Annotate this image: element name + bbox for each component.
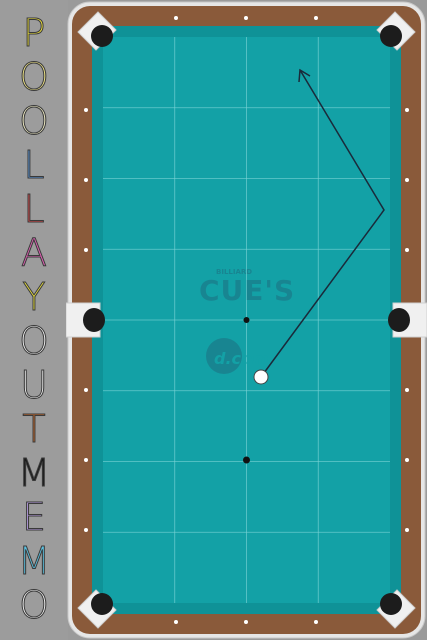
watermark-d-circle bbox=[206, 338, 242, 374]
diamond bbox=[314, 16, 318, 20]
rail-diamonds bbox=[84, 16, 409, 624]
diamond bbox=[405, 108, 409, 112]
diamond bbox=[84, 108, 88, 112]
title-letter: E bbox=[21, 495, 47, 539]
diamond bbox=[405, 248, 409, 252]
title-letter: T bbox=[22, 407, 46, 451]
cue-ball[interactable] bbox=[253, 369, 269, 385]
trajectory-arrowhead bbox=[298, 68, 311, 83]
watermark-line3: d.com bbox=[214, 349, 269, 368]
title-letter: L bbox=[23, 143, 45, 187]
pool-table[interactable]: BILLIARD CUE'S d.com bbox=[66, 0, 427, 640]
watermark-line2: CUE'S bbox=[199, 274, 295, 307]
diamond bbox=[244, 16, 248, 20]
title-letter: Y bbox=[22, 275, 46, 319]
title-letter: O bbox=[19, 99, 50, 143]
diamond bbox=[405, 528, 409, 532]
title-letter: O bbox=[19, 319, 50, 363]
title-letter: M bbox=[17, 539, 51, 583]
title-letter: O bbox=[19, 583, 50, 627]
diamond bbox=[84, 528, 88, 532]
shot-trajectory bbox=[260, 69, 385, 378]
title-letter: A bbox=[21, 231, 48, 275]
title-letter: U bbox=[20, 363, 49, 407]
side-pocket bbox=[388, 308, 410, 332]
head-spot bbox=[243, 317, 250, 323]
title-letter: L bbox=[23, 187, 45, 231]
guide-lines bbox=[103, 37, 390, 603]
watermark-logo: BILLIARD CUE'S d.com bbox=[199, 268, 295, 374]
title-letter: P bbox=[22, 11, 46, 55]
watermark-line1: BILLIARD bbox=[216, 268, 252, 276]
corner-pocket bbox=[380, 25, 402, 47]
corner-pocket bbox=[91, 25, 113, 47]
diamond bbox=[405, 458, 409, 462]
diamond bbox=[174, 16, 178, 20]
diamond bbox=[405, 178, 409, 182]
diamond bbox=[84, 178, 88, 182]
diamond bbox=[84, 458, 88, 462]
diamond bbox=[405, 388, 409, 392]
title-letter: O bbox=[19, 55, 50, 99]
corner-pocket bbox=[380, 593, 402, 615]
diamond bbox=[174, 620, 178, 624]
title-letter: M bbox=[17, 451, 51, 495]
diamond bbox=[84, 388, 88, 392]
corner-pocket bbox=[91, 593, 113, 615]
side-pocket bbox=[83, 308, 105, 332]
diamond bbox=[244, 620, 248, 624]
diamond bbox=[84, 248, 88, 252]
diamond bbox=[314, 620, 318, 624]
pockets bbox=[66, 11, 427, 629]
foot-spot bbox=[243, 456, 250, 464]
